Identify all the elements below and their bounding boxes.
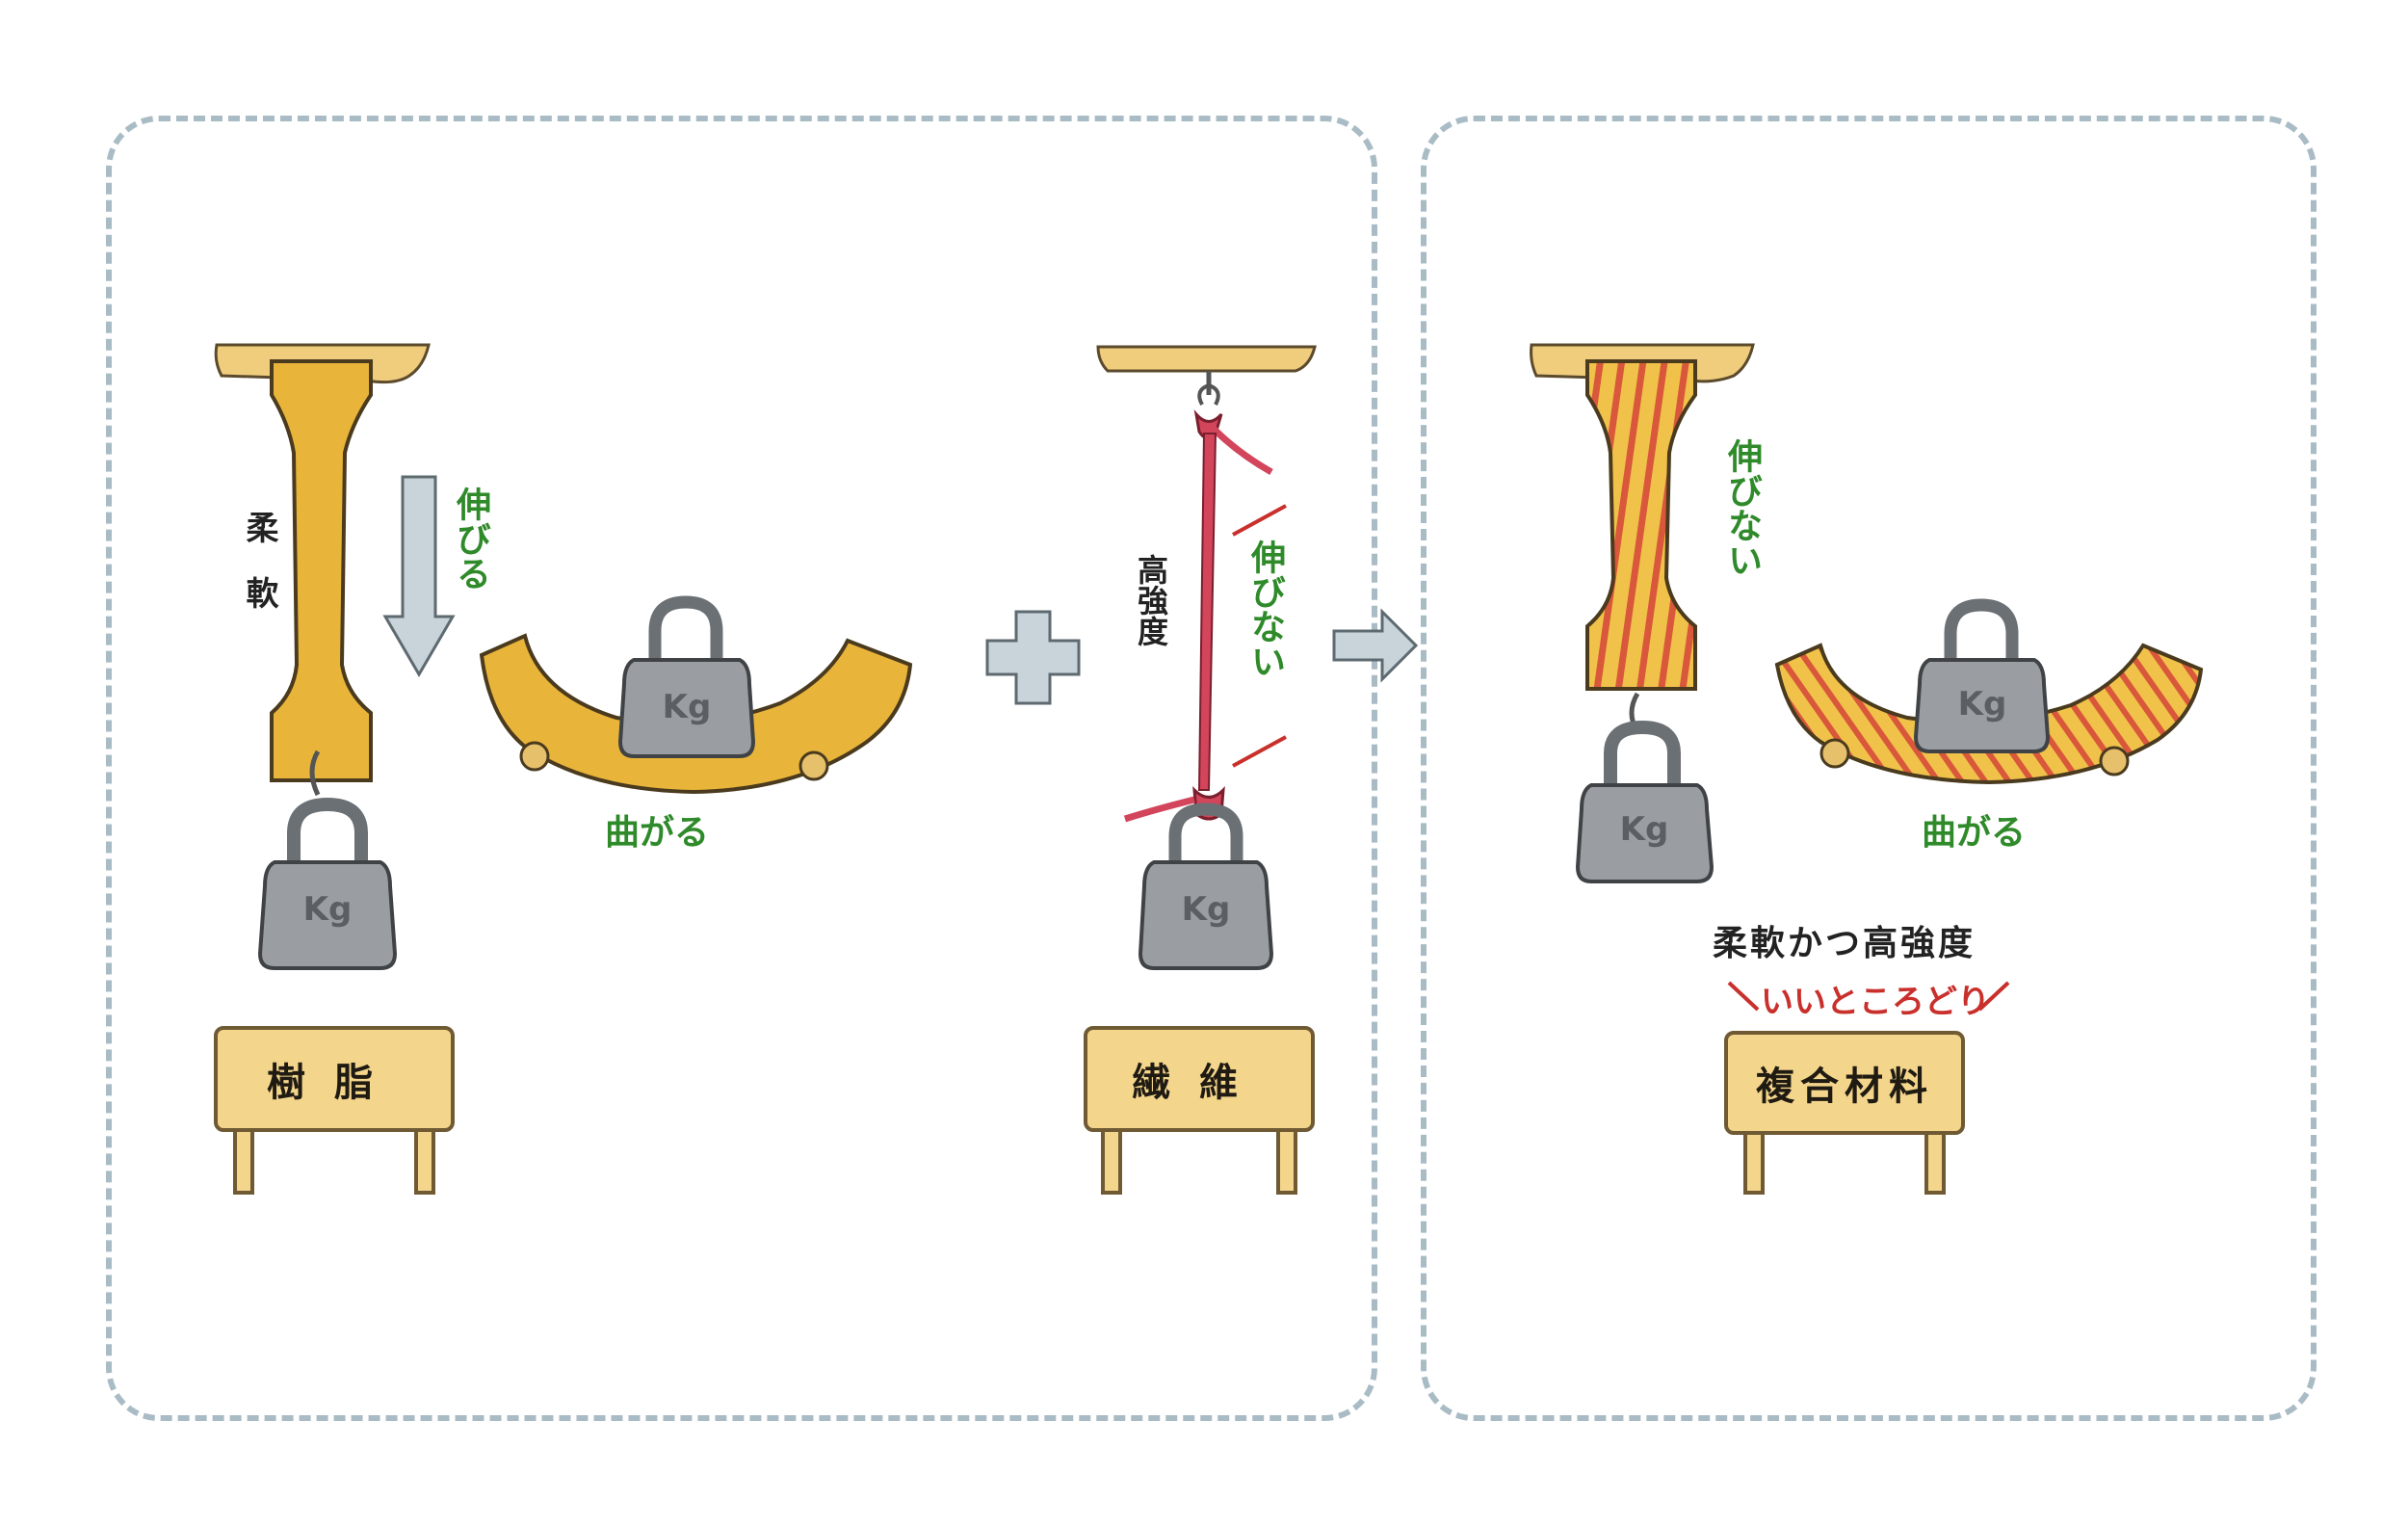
tagline-slash-left [1727,981,1760,1012]
fiber-rope [1123,371,1273,823]
plus-icon [985,610,1081,705]
composite-stretch-label: 伸びない [1722,438,1762,577]
weight-icon [1575,692,1714,883]
weight-icon [1138,802,1274,970]
fiber-slash-top [1232,504,1287,537]
composite-bend-label: 曲がる [1922,813,2027,853]
resin-weight-label: Kg [303,890,353,929]
resin-sign-label: 樹脂 [214,1026,455,1132]
composite-specimen [1585,359,1697,691]
composite-bend-weight-label: Kg [1958,685,2007,724]
resin-bend-weight-label: Kg [663,688,712,726]
composite-summary: 柔軟かつ高強度 [1713,924,1976,963]
weight-icon [257,750,398,970]
composite-weight-label: Kg [1620,810,1669,849]
fiber-vertical-label: 高強度 [1133,554,1169,646]
fiber-weight-label: Kg [1182,890,1231,929]
resin-sign: 樹脂 [214,1026,455,1195]
fiber-slash-bottom [1232,735,1287,768]
resin-specimen [270,359,373,782]
right-panel-frame [1421,116,2316,1421]
arrow-down-icon [382,475,456,677]
fiber-ceiling [1096,345,1317,373]
weight-icon [1913,598,2051,753]
left-panel-frame [106,116,1377,1421]
composite-tagline: いいところどり [1761,983,1990,1021]
tagline-slash-right [1977,981,2010,1012]
resin-vertical-label: 柔軟 [240,511,278,642]
composite-sign-label: 複合材料 [1724,1031,1965,1135]
arrow-right-icon [1332,608,1419,683]
resin-stretch-label: 伸びる [451,487,490,591]
composite-sign: 複合材料 [1724,1031,1965,1195]
fiber-sign: 繊維 [1084,1026,1315,1195]
fiber-stretch-label: 伸びない [1245,539,1285,678]
fiber-sign-label: 繊維 [1084,1026,1315,1132]
resin-bend-label: 曲がる [605,813,710,853]
weight-icon [617,595,756,758]
